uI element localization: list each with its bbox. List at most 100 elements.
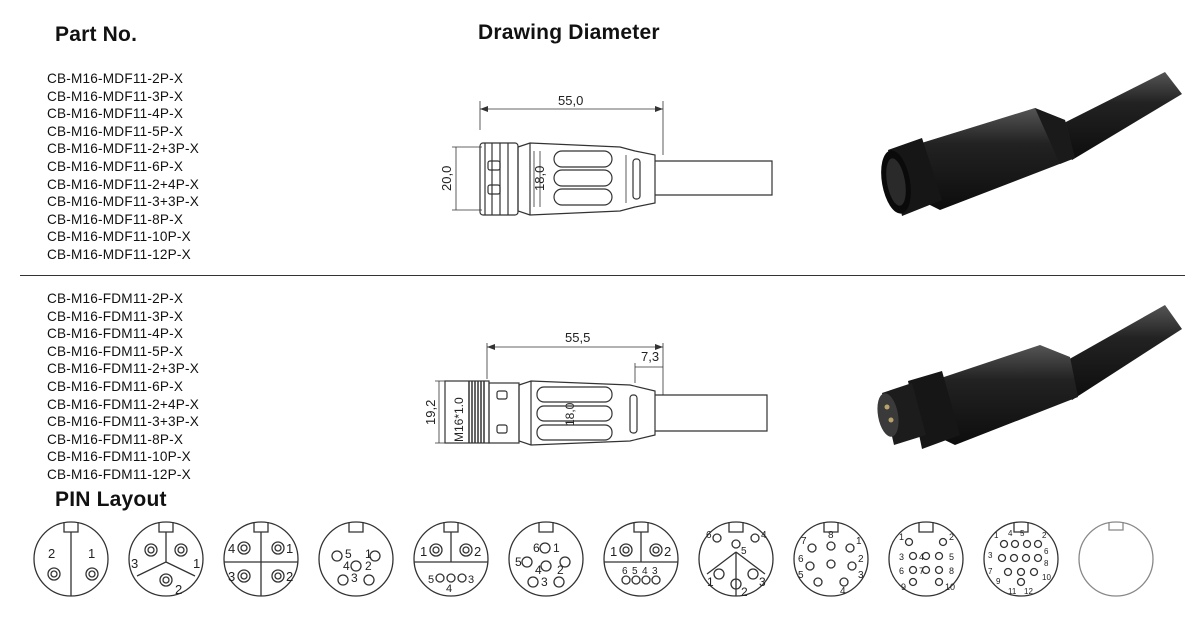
pin-label: 6 bbox=[899, 566, 904, 576]
female-connector-photo bbox=[881, 72, 1182, 216]
pin-layout-3p: 3 1 2 bbox=[128, 521, 204, 597]
pin-label: 4 bbox=[343, 559, 350, 573]
pin-label: 2 bbox=[1042, 531, 1047, 540]
pin-label: 8 bbox=[949, 566, 954, 576]
part-number: CB-M16-MDF11-5P-X bbox=[47, 123, 184, 139]
pin-layout-5p: 5 1 4 3 2 bbox=[318, 521, 394, 597]
part-number: CB-M16-MDF11-4P-X bbox=[47, 106, 184, 122]
pin-label: 2 bbox=[474, 544, 481, 559]
female-part-list: CB-M16-MDF11-2P-X CB-M16-MDF11-3P-X CB-M… bbox=[47, 70, 199, 264]
pin-label: 2 bbox=[175, 582, 182, 597]
pin-layout-3-3p: 6 4 5 1 2 3 bbox=[698, 521, 774, 599]
part-number: CB-M16-FDM11-10P-X bbox=[47, 449, 191, 465]
pin-label: 1 bbox=[365, 547, 372, 561]
part-number: CB-M16-MDF11-2+4P-X bbox=[47, 176, 199, 192]
male-connector-photo bbox=[877, 305, 1182, 449]
pin-label: 1 bbox=[88, 546, 95, 561]
pin-label: 3 bbox=[131, 556, 138, 571]
pin-label: 8 bbox=[1044, 559, 1049, 568]
pin-label: 4 bbox=[840, 586, 846, 597]
pin-label: 3 bbox=[899, 552, 904, 562]
pin-layout-heading: PIN Layout bbox=[55, 488, 167, 511]
part-number: CB-M16-MDF11-3+3P-X bbox=[47, 194, 199, 210]
pin-label: 6 bbox=[798, 554, 804, 565]
pin-label: 4 bbox=[919, 552, 924, 562]
pin-label: 3 bbox=[759, 575, 766, 589]
part-number: CB-M16-FDM11-5P-X bbox=[47, 343, 184, 359]
pin-label: 5 bbox=[345, 547, 352, 561]
pin-label: 7 bbox=[988, 567, 993, 576]
pin-label: 1 bbox=[899, 532, 904, 542]
body-diameter-label: 18,0 bbox=[563, 402, 577, 426]
part-number: CB-M16-FDM11-3+3P-X bbox=[47, 414, 199, 430]
pin-layout-6p: 6 1 5 4 3 2 bbox=[508, 521, 584, 597]
pin-label: 7 bbox=[801, 536, 807, 547]
pin-label: 4 bbox=[535, 563, 542, 577]
part-number: CB-M16-FDM11-3P-X bbox=[47, 308, 184, 324]
male-part-list: CB-M16-FDM11-2P-X CB-M16-FDM11-3P-X CB-M… bbox=[47, 290, 199, 484]
part-number: CB-M16-MDF11-12P-X bbox=[47, 246, 191, 262]
pin-label: 2 bbox=[286, 569, 293, 584]
pin-label: 2 bbox=[664, 544, 671, 559]
pin-label: 4 bbox=[228, 541, 235, 556]
pin-label: 3 bbox=[858, 570, 864, 581]
part-number: CB-M16-MDF11-2+3P-X bbox=[47, 141, 199, 157]
part-number: CB-M16-MDF11-3P-X bbox=[47, 88, 184, 104]
pin-layout-blank bbox=[1078, 521, 1154, 597]
pin-label: 4 bbox=[642, 566, 648, 577]
part-number: CB-M16-MDF11-8P-X bbox=[47, 211, 184, 227]
pin-label: 10 bbox=[945, 582, 955, 592]
pin-label: 2 bbox=[557, 563, 564, 577]
pin-label: 3 bbox=[351, 571, 358, 585]
pin-label: 10 bbox=[1042, 573, 1051, 582]
pin-label: 3 bbox=[228, 569, 235, 584]
pin-layout-12p: 1 2 3 4 5 6 7 8 9 10 11 12 bbox=[983, 521, 1059, 597]
pin-layout-2p: 2 1 bbox=[33, 521, 109, 597]
part-no-heading: Part No. bbox=[55, 23, 138, 46]
pin-label: 2 bbox=[741, 585, 748, 599]
pin-label: 9 bbox=[901, 582, 906, 592]
pin-label: 1 bbox=[707, 575, 714, 589]
pin-label: 4 bbox=[761, 530, 767, 541]
part-number: CB-M16-FDM11-2+3P-X bbox=[47, 361, 199, 377]
pin-label: 2 bbox=[365, 559, 372, 573]
pin-label: 6 bbox=[533, 541, 540, 555]
pin-label: 1 bbox=[856, 536, 862, 547]
pin-label: 2 bbox=[949, 532, 954, 542]
pin-label: 8 bbox=[828, 530, 834, 541]
pin-label: 5 bbox=[632, 566, 638, 577]
part-number: CB-M16-MDF11-10P-X bbox=[47, 229, 191, 245]
length-dimension: 55,5 bbox=[565, 330, 590, 345]
body-diameter-label: 18,0 bbox=[532, 166, 547, 191]
pin-label: 3 bbox=[988, 551, 993, 560]
thread-length-label: 7,3 bbox=[641, 349, 659, 364]
pin-label: 5 bbox=[1020, 529, 1025, 538]
part-number: CB-M16-FDM11-2+4P-X bbox=[47, 396, 199, 412]
pin-label: 11 bbox=[1008, 587, 1017, 596]
pin-label: 5 bbox=[949, 552, 954, 562]
pin-label: 1 bbox=[420, 544, 427, 559]
pin-layout-10p: 1 2 3 4 5 6 7 8 9 10 bbox=[888, 521, 964, 597]
pin-label: 6 bbox=[706, 530, 712, 541]
pin-label: 1 bbox=[286, 541, 293, 556]
pin-label: 2 bbox=[858, 554, 864, 565]
pin-layout-2-3p: 1 2 5 4 3 bbox=[413, 521, 489, 597]
pin-label: 5 bbox=[428, 574, 434, 586]
outer-diameter-label: 20,0 bbox=[439, 166, 454, 191]
male-connector-drawing: 55,5 7,3 19,2 M16*1.0 18,0 bbox=[425, 330, 768, 446]
pin-label: 1 bbox=[553, 541, 560, 555]
pin-label: 1 bbox=[193, 556, 200, 571]
pin-label: 6 bbox=[1044, 547, 1049, 556]
section-divider bbox=[20, 275, 1185, 276]
pin-label: 5 bbox=[515, 555, 522, 569]
pin-label: 3 bbox=[652, 566, 658, 577]
pin-label: 2 bbox=[48, 546, 55, 561]
part-number: CB-M16-FDM11-8P-X bbox=[47, 431, 184, 447]
outer-diameter-label: 19,2 bbox=[425, 400, 438, 425]
female-connector-drawing: 55,0 20,0 18,0 bbox=[439, 93, 773, 216]
pin-layout-8p: 7 8 1 6 2 5 3 4 bbox=[793, 521, 869, 597]
pin-layout-4p: 4 1 3 2 bbox=[223, 521, 299, 597]
pin-label: 5 bbox=[741, 546, 747, 557]
pin-layout-2-4p: 1 2 6 5 4 3 bbox=[603, 521, 679, 597]
thread-label: M16*1.0 bbox=[452, 397, 466, 442]
